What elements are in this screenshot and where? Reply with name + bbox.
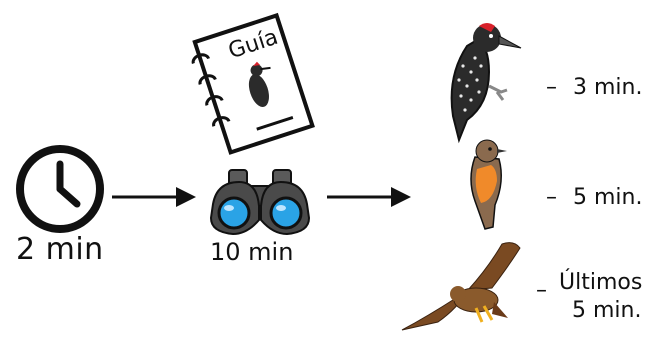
arrow-icon [327,187,411,207]
clock-icon [14,143,106,235]
arrow-icon [112,187,196,207]
bird-time-flycatcher: 5 min. [573,185,642,210]
binoculars-icon [207,164,313,236]
bird-time-dash: – [546,185,557,210]
hawk-icon [398,238,524,334]
woodpecker-icon [437,16,523,142]
field-guide: Guía [188,12,318,152]
flycatcher-icon [463,135,511,233]
bird-time-hawk-line1: Últimos [559,270,642,295]
step-label-clock: 2 min [16,232,104,267]
step-label-binoculars: 10 min [210,238,293,266]
bird-time-dash: – [546,75,557,100]
bird-time-dash: – [536,278,547,303]
bird-time-woodpecker: 3 min. [573,75,642,100]
bird-time-hawk-line2: 5 min. [572,298,641,323]
